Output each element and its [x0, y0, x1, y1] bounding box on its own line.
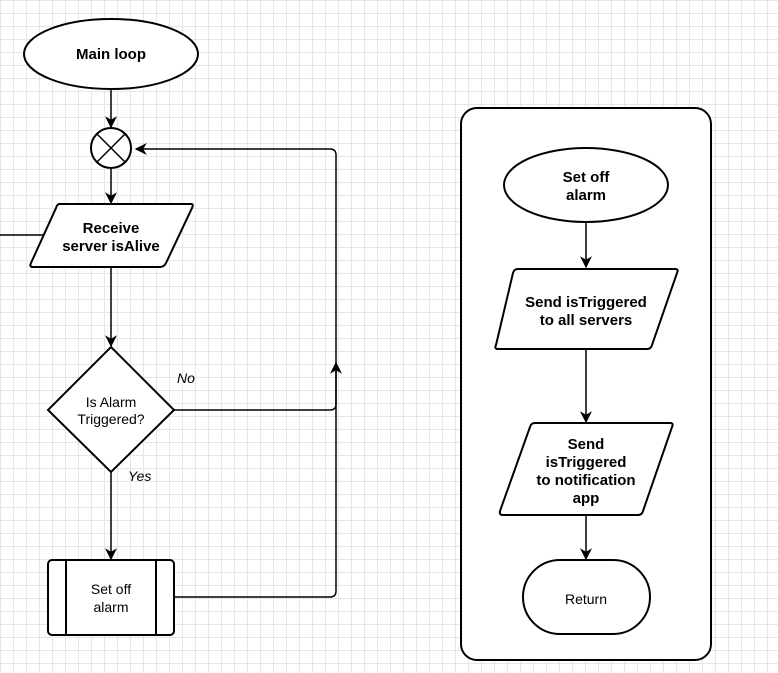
edge-loopback-to-junction: [134, 143, 337, 363]
sub-start-label-line2: alarm: [566, 187, 606, 204]
receive-label-line2: server isAlive: [62, 238, 160, 255]
edge-label-yes: Yes: [128, 468, 151, 484]
process-label-line1: Set off: [91, 581, 131, 597]
edge-process-loopback: [174, 363, 337, 598]
send-to-servers-io[interactable]: Send isTriggered to all servers: [494, 268, 679, 350]
step1-label-line2: to all servers: [540, 312, 633, 329]
step2-label-line3: to notification: [536, 472, 635, 489]
main-loop-terminator[interactable]: Main loop: [23, 18, 199, 90]
decision-label-line2: Triggered?: [77, 411, 144, 427]
return-label: Return: [565, 591, 607, 607]
step1-label-line1: Send isTriggered: [525, 294, 647, 311]
alarm-triggered-decision[interactable]: Is Alarm Triggered?: [46, 345, 176, 474]
sub-start-label-line1: Set off: [563, 169, 611, 186]
step2-label-line4: app: [573, 490, 600, 507]
receive-label-line1: Receive: [83, 220, 140, 237]
merge-junction[interactable]: [90, 127, 132, 169]
edge-label-no: No: [177, 370, 195, 386]
process-label-line2: alarm: [93, 599, 128, 615]
edge-decision-no: [174, 361, 342, 411]
main-loop-label: Main loop: [76, 46, 146, 63]
step2-label-line2: isTriggered: [546, 454, 627, 471]
return-terminator[interactable]: Return: [522, 559, 651, 635]
send-to-notification-app-io[interactable]: Send isTriggered to notification app: [498, 422, 674, 516]
sub-set-off-alarm-start[interactable]: Set off alarm: [503, 147, 669, 223]
set-off-alarm-process[interactable]: Set off alarm: [47, 559, 175, 636]
decision-label-line1: Is Alarm: [86, 394, 137, 410]
step2-label-line1: Send: [568, 436, 605, 453]
receive-isalive-io[interactable]: Receive server isAlive: [29, 203, 194, 268]
